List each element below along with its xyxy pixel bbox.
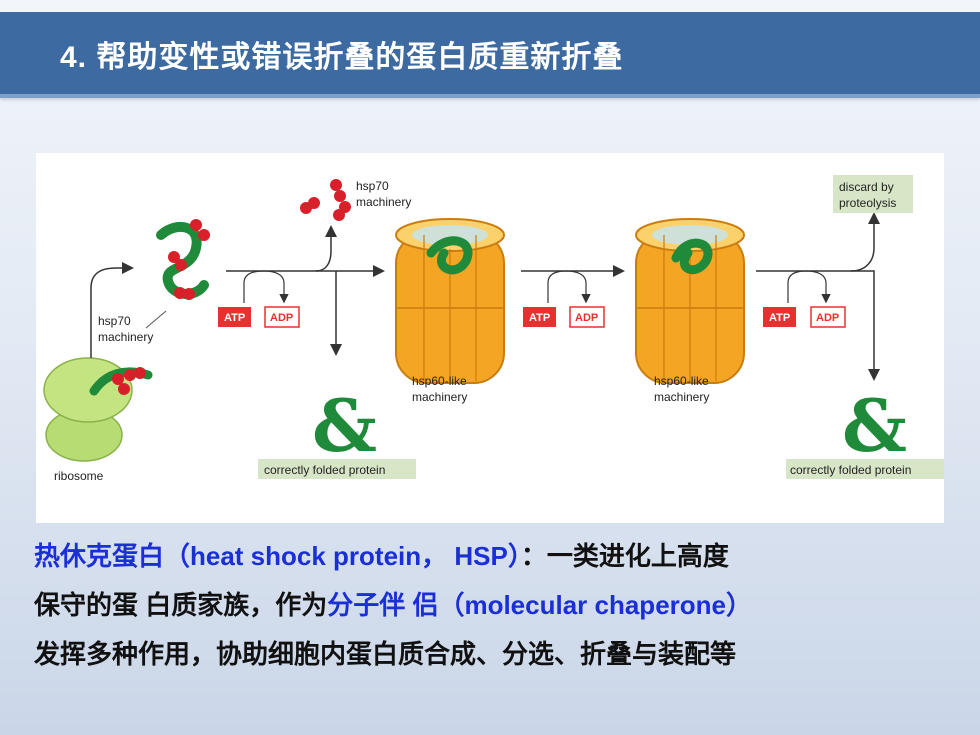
title-bar: 4. 帮助变性或错误折叠的蛋白质重新折叠 [0, 12, 980, 98]
ribosome-label: ribosome [54, 469, 104, 483]
atp-box-3 [763, 307, 796, 327]
chaperone-diagram: ribosome hsp70 machinery [36, 153, 944, 523]
hsp70-top-label-2: machinery [356, 195, 411, 209]
body-line-1: 热休克蛋白（heat shock protein， HSP）：一类进化上高度 [34, 532, 954, 581]
body-line-2: 保守的蛋 白质家族，作为分子伴 侣（molecular chaperone） [34, 581, 954, 630]
protein-with-hsp70 [156, 219, 210, 300]
adp-box-3 [810, 306, 846, 328]
hsp70-top-label-1: hsp70 [356, 179, 389, 193]
slide-title: 4. 帮助变性或错误折叠的蛋白质重新折叠 [60, 41, 624, 74]
nascent-protein [89, 367, 153, 396]
folded-box-2 [786, 459, 944, 479]
diagram-svg: ribosome hsp70 machinery [43, 175, 944, 483]
hsp-term: 热休克蛋白（heat shock protein， HSP） [34, 541, 521, 571]
hsp60-1-label-a: hsp60-like [412, 374, 467, 388]
body-line-2-a: 保守的蛋 白质家族，作为 [34, 590, 328, 620]
adp-label-3: ADP [816, 312, 839, 324]
adp-label-2: ADP [575, 312, 598, 324]
adp-label-1: ADP [270, 312, 293, 324]
folded-label-1: correctly folded protein [264, 463, 385, 477]
hsp70-left-label-2: machinery [98, 330, 153, 344]
adp-box-2 [569, 306, 605, 328]
atp-label-3: ATP [769, 312, 790, 324]
hsp60-barrel-2 [635, 218, 745, 384]
atp-box-1 [218, 307, 251, 327]
folded-protein-2: & [842, 383, 907, 468]
atp-label-2: ATP [529, 312, 550, 324]
atp-label-1: ATP [224, 312, 245, 324]
atp-box-2 [523, 307, 556, 327]
body-text: 热休克蛋白（heat shock protein， HSP）：一类进化上高度 保… [34, 532, 954, 679]
discard-label-2: proteolysis [839, 196, 896, 210]
hsp70-free [300, 179, 351, 221]
discard-box [833, 175, 913, 213]
hsp60-barrel-1 [395, 218, 505, 384]
adp-box-1 [264, 306, 300, 328]
folded-box-1 [258, 459, 416, 479]
folded-label-2: correctly folded protein [790, 463, 911, 477]
body-line-1-rest: ：一类进化上高度 [520, 541, 729, 571]
discard-label-1: discard by [839, 180, 894, 194]
body-line-3: 发挥多种作用，协助细胞内蛋白质合成、分选、折叠与装配等 [34, 639, 737, 669]
chaperone-term: 分子伴 侣（molecular chaperone） [327, 590, 752, 620]
hsp60-2-label-a: hsp60-like [654, 374, 709, 388]
hsp60-1-label-b: machinery [412, 390, 467, 404]
hsp70-left-label-1: hsp70 [98, 314, 131, 328]
folded-protein-1: & [312, 383, 377, 468]
hsp60-2-label-b: machinery [654, 390, 709, 404]
